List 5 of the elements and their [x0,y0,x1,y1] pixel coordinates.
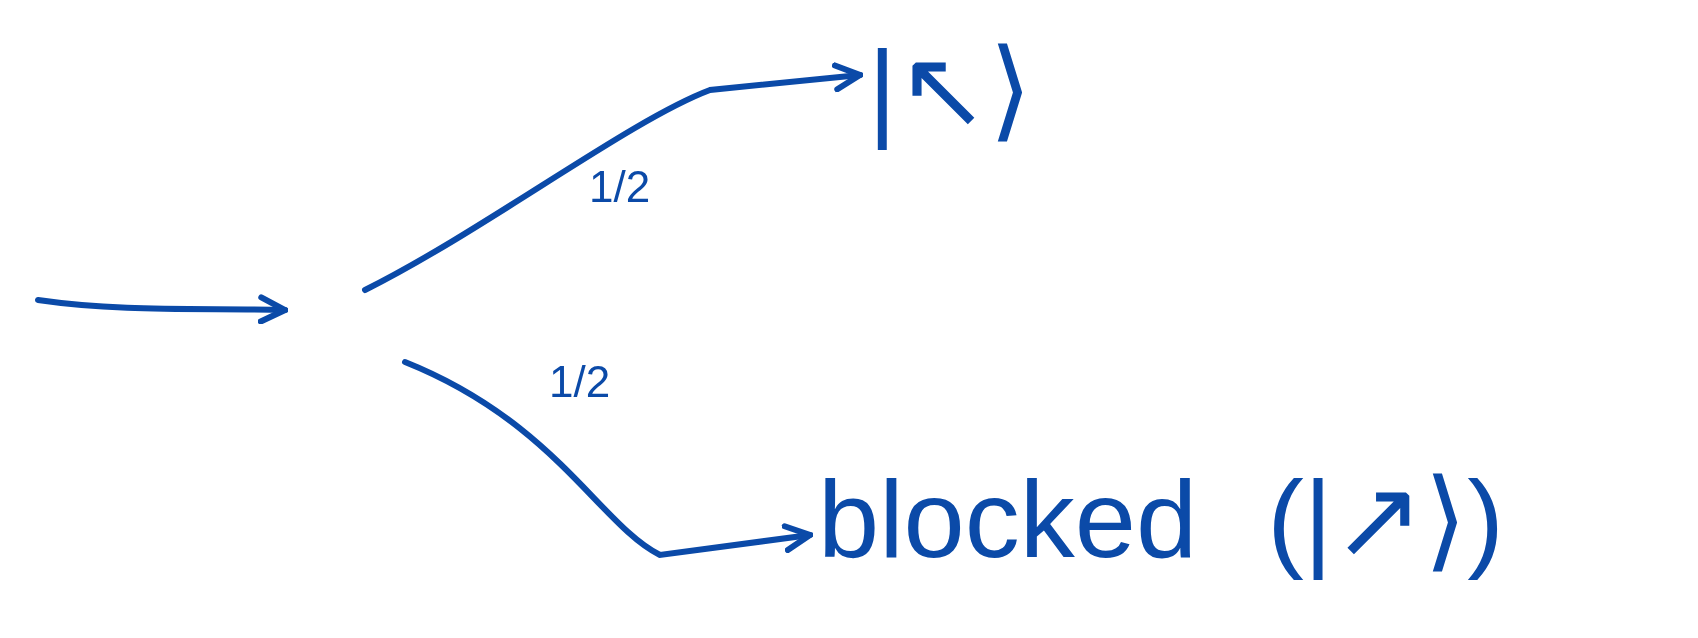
state-label: blocked [818,456,1198,582]
arrow [362,62,863,293]
ket-label: (|↗⟩) [1267,456,1504,582]
ket-label: |↖⟩ [868,26,1032,152]
arrow [402,359,813,558]
